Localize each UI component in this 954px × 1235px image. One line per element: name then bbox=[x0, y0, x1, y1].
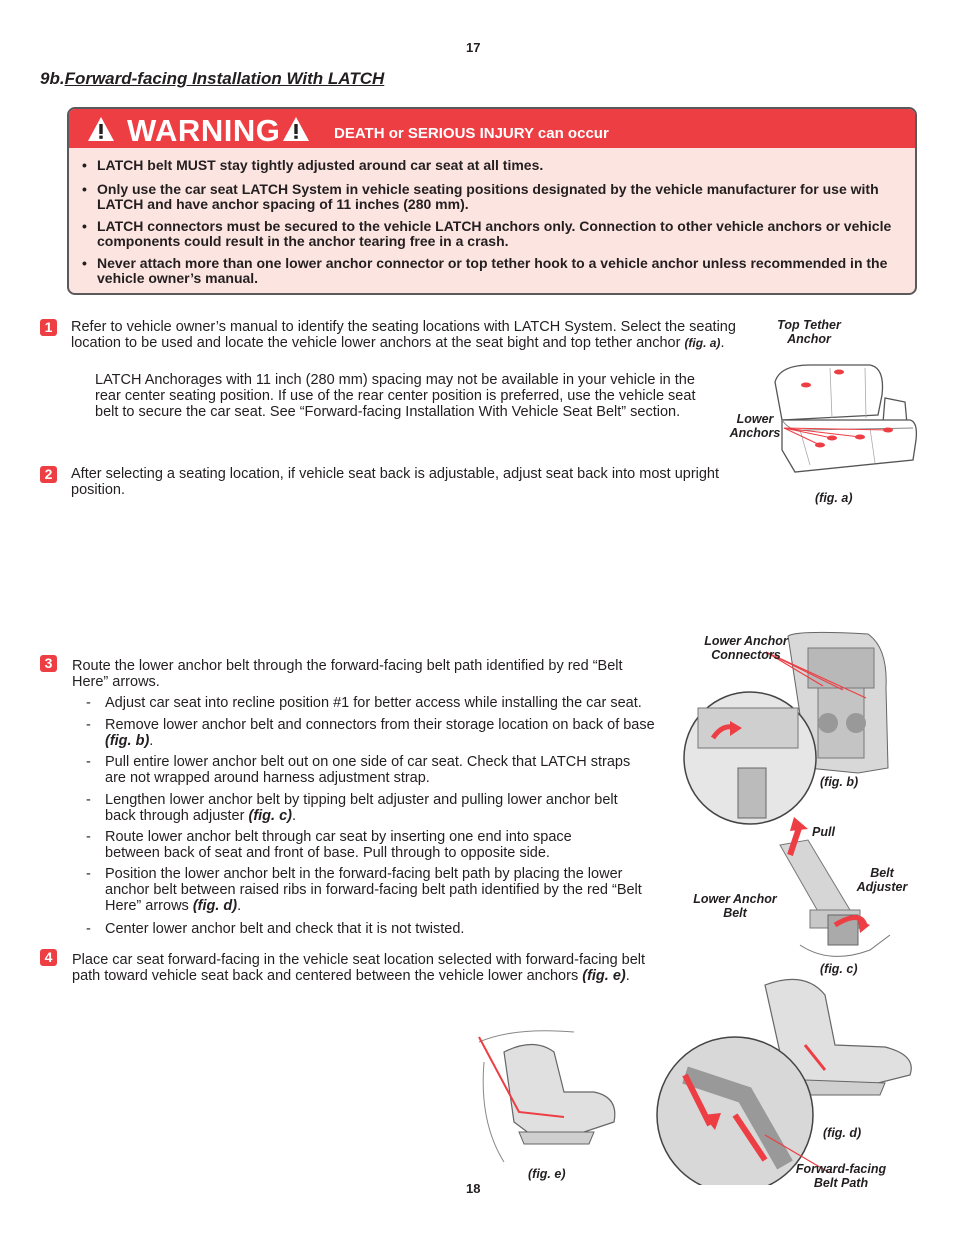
figure-c-adjuster-illustration bbox=[779, 817, 891, 957]
figure-d-belt-path-illustration bbox=[656, 978, 912, 1185]
figure-d-caption: (fig. d) bbox=[823, 1126, 862, 1140]
page-number-top: 17 bbox=[466, 40, 481, 55]
fig-ref: (fig. e) bbox=[582, 968, 626, 984]
figure-b-label-connectors: Lower Anchor Connectors bbox=[704, 634, 788, 662]
figure-d-label-path: Forward-facing Belt Path bbox=[795, 1162, 887, 1190]
figure-e-car-seat-in-vehicle bbox=[478, 1030, 616, 1163]
figure-a-label-lower-anchors: Lower Anchors bbox=[729, 412, 781, 440]
sub-step: - Adjust car seat into recline position … bbox=[86, 695, 642, 711]
step-number-badge: 2 bbox=[40, 466, 57, 483]
step-number-badge: 3 bbox=[40, 655, 57, 672]
warning-triangle-icon bbox=[88, 117, 114, 141]
figure-a-caption: (fig. a) bbox=[815, 491, 853, 505]
section-heading: 9b.Forward-facing Installation With LATC… bbox=[40, 69, 384, 89]
figure-c-caption: (fig. c) bbox=[820, 962, 858, 976]
figure-e-caption: (fig. e) bbox=[528, 1167, 566, 1181]
section-prefix: 9b. bbox=[40, 69, 65, 88]
figure-b-caption: (fig. b) bbox=[820, 775, 859, 789]
fig-ref: (fig. c) bbox=[248, 808, 292, 824]
figure-b-base-illustration bbox=[683, 631, 889, 825]
step-4-text: Place car seat forward-facing in the veh… bbox=[72, 952, 646, 984]
warning-subtitle: DEATH or SERIOUS INJURY can occur bbox=[334, 125, 609, 142]
figure-a-seat-illustration bbox=[774, 364, 918, 473]
step-2-text: After selecting a seating location, if v… bbox=[71, 466, 720, 498]
sub-step: - Remove lower anchor belt and connector… bbox=[86, 717, 655, 749]
step-number-badge: 4 bbox=[40, 949, 57, 966]
figure-c-label-belt: Lower Anchor Belt bbox=[693, 892, 777, 920]
warning-box: WARNING DEATH or SERIOUS INJURY can occu… bbox=[67, 107, 917, 295]
sub-step: - Lengthen lower anchor belt by tipping … bbox=[86, 792, 618, 824]
step-3-text: Route the lower anchor belt through the … bbox=[72, 658, 623, 690]
section-title: Forward-facing Installation With LATCH bbox=[64, 69, 385, 88]
warning-header: WARNING DEATH or SERIOUS INJURY can occu… bbox=[69, 109, 915, 148]
step-number-badge: 1 bbox=[40, 319, 57, 336]
figure-a-label-top-tether: Top Tether Anchor bbox=[777, 318, 841, 346]
step-1-text: Refer to vehicle owner’s manual to ident… bbox=[71, 319, 736, 351]
fig-ref: (fig. b) bbox=[105, 733, 150, 749]
step-1-note: LATCH Anchorages with 11 inch (280 mm) s… bbox=[95, 372, 696, 420]
warning-word: WARNING bbox=[127, 113, 281, 148]
figure-c-label-adjuster: Belt Adjuster bbox=[856, 866, 908, 894]
warning-triangle-icon bbox=[283, 117, 309, 141]
sub-step: - Position the lower anchor belt in the … bbox=[86, 866, 642, 914]
figure-c-label-pull: Pull bbox=[812, 825, 835, 839]
fig-ref: (fig. d) bbox=[192, 898, 238, 914]
sub-step: - Route lower anchor belt through car se… bbox=[86, 829, 572, 861]
sub-step: - Pull entire lower anchor belt out on o… bbox=[86, 754, 631, 786]
page-number-bottom: 18 bbox=[466, 1181, 481, 1196]
fig-ref: (fig. a) bbox=[684, 336, 721, 350]
sub-step: - Center lower anchor belt and check tha… bbox=[86, 921, 465, 937]
